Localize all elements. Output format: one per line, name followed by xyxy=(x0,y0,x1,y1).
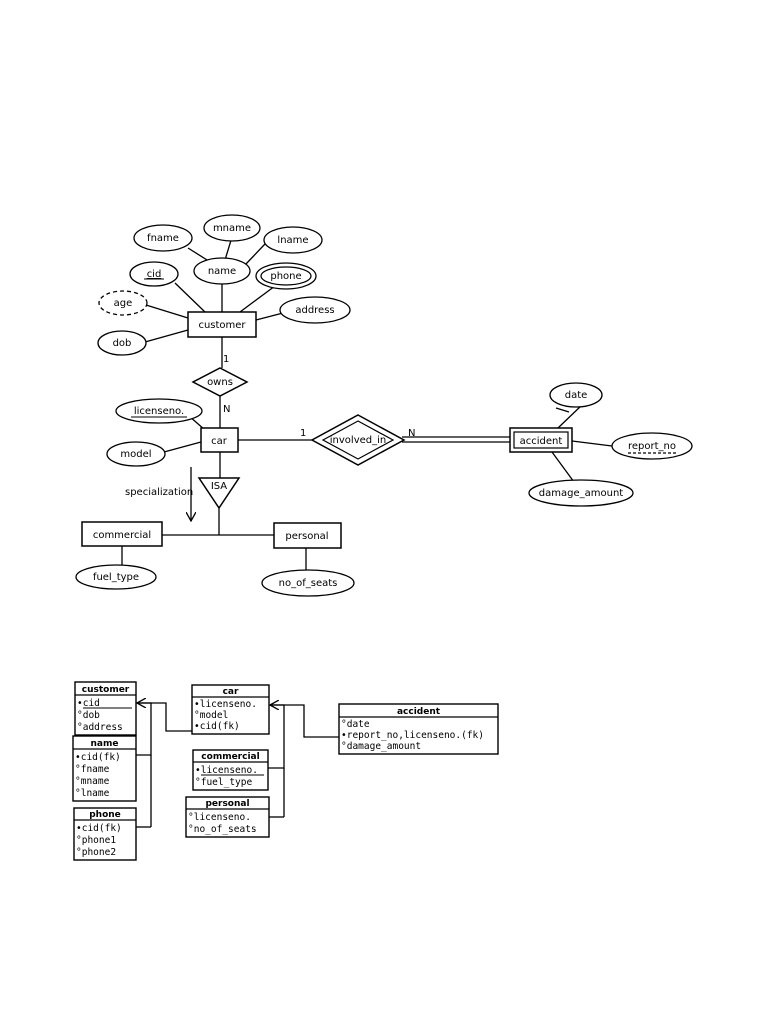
attribute-no-of-seats-label: no_of_seats xyxy=(279,578,338,589)
schema-table-phone-row: °phone2 xyxy=(76,847,116,858)
schema-table-accident: accident °date•report_no,licenseno.(fk)°d… xyxy=(338,703,499,755)
attribute-licenseno-label: licenseno. xyxy=(134,406,184,417)
cardinality-involved-accident: N xyxy=(408,428,415,439)
relationship-involved-in-label: involved_in xyxy=(330,435,386,446)
attribute-cid-label: cid xyxy=(147,269,162,280)
attribute-dob: dob xyxy=(97,330,147,356)
entity-personal: personal xyxy=(273,522,342,549)
schema-table-commercial-row: •licenseno. xyxy=(195,765,258,776)
schema-table-name-title: name xyxy=(91,739,119,749)
isa-triangle: ISA xyxy=(197,477,241,510)
schema-table-commercial-row: °fuel_type xyxy=(195,777,252,788)
attribute-lname-label: lname xyxy=(277,235,308,246)
attribute-lname: lname xyxy=(263,226,323,254)
attribute-damage-amount: damage_amount xyxy=(528,479,634,507)
attribute-licenseno-key: licenseno. xyxy=(115,398,203,424)
attribute-model-label: model xyxy=(120,449,151,460)
schema-table-car-row: °model xyxy=(194,710,228,721)
schema-table-car-title: car xyxy=(223,687,239,697)
entity-accident-label: accident xyxy=(520,436,563,447)
specialization-label: specialization xyxy=(125,487,193,498)
attribute-cid: cid xyxy=(129,261,179,287)
entity-personal-label: personal xyxy=(285,531,328,542)
cardinality-owns-customer: 1 xyxy=(223,354,229,365)
schema-connectors xyxy=(136,703,339,828)
attribute-age-derived: age xyxy=(98,290,148,316)
attribute-fuel-type: fuel_type xyxy=(75,564,157,590)
schema-table-car-row: •licenseno. xyxy=(194,699,257,710)
attribute-report-no-label: report_no xyxy=(628,441,676,452)
schema-tables: customer•cid°dob°addressname•cid(fk)°fna… xyxy=(72,681,499,861)
schema-table-accident-row: °damage_amount xyxy=(341,741,421,752)
schema-table-phone-row: °phone1 xyxy=(76,835,116,846)
er-connectors xyxy=(121,236,613,570)
relationship-involved-in-identifying: involved_in xyxy=(310,414,406,466)
attribute-mname-label: mname xyxy=(213,223,251,234)
schema-table-phone-title: phone xyxy=(89,810,121,820)
attribute-dob-label: dob xyxy=(113,338,132,349)
isa-label: ISA xyxy=(211,481,227,492)
attribute-address-label: address xyxy=(295,305,334,316)
attribute-fname: fname xyxy=(133,224,193,252)
schema-table-personal-row: °no_of_seats xyxy=(188,824,257,835)
schema-table-customer-title: customer xyxy=(82,685,130,695)
attribute-phone-label: phone xyxy=(270,271,301,282)
schema-table-customer-row: °address xyxy=(77,722,123,733)
entity-commercial-label: commercial xyxy=(93,530,151,541)
schema-table-accident-row: •report_no,licenseno.(fk) xyxy=(341,730,484,741)
involved-in-accident-double-line xyxy=(402,436,510,443)
schema-table-name-row: °lname xyxy=(75,788,110,799)
schema-table-commercial-title: commercial xyxy=(201,752,259,762)
attribute-date-label: date xyxy=(565,390,588,401)
schema-table-customer: customer •cid°dob°address xyxy=(74,681,137,736)
attribute-fuel-type-label: fuel_type xyxy=(93,572,139,583)
attribute-mname: mname xyxy=(203,214,261,242)
cardinality-owns-car: N xyxy=(223,404,230,415)
relationship-owns: owns xyxy=(191,367,249,397)
attribute-address: address xyxy=(279,296,351,324)
schema-table-customer-row: •cid xyxy=(77,698,100,709)
schema-table-name-row: °mname xyxy=(75,776,110,787)
attribute-fname-label: fname xyxy=(147,233,179,244)
attribute-name-label: name xyxy=(208,266,236,277)
entity-customer: customer xyxy=(187,311,257,338)
entity-car-label: car xyxy=(211,436,228,447)
schema-table-personal-row: °licenseno. xyxy=(188,812,251,823)
attribute-no-of-seats: no_of_seats xyxy=(261,569,355,597)
entity-accident-weak: accident xyxy=(509,427,573,453)
schema-table-customer-row: °dob xyxy=(77,710,100,721)
attribute-age-label: age xyxy=(114,298,133,309)
attribute-phone-multivalued: phone xyxy=(255,262,317,290)
schema-table-phone-row: •cid(fk) xyxy=(76,823,122,834)
schema-table-car: car •licenseno.°model•cid(fk) xyxy=(191,684,270,735)
attribute-damage-amount-label: damage_amount xyxy=(539,488,624,499)
schema-table-car-row: •cid(fk) xyxy=(194,721,240,732)
attribute-name: name xyxy=(193,257,251,285)
schema-table-phone: phone •cid(fk)°phone1°phone2 xyxy=(73,807,137,861)
schema-table-name: name •cid(fk)°fname°mname°lname xyxy=(72,735,137,802)
attribute-model: model xyxy=(106,441,166,467)
entity-car: car xyxy=(200,427,239,453)
attribute-date: date xyxy=(549,382,603,408)
schema-table-personal: personal °licenseno.°no_of_seats xyxy=(185,796,270,838)
relationship-owns-label: owns xyxy=(207,377,233,388)
attribute-report-no-partial-key: report_no xyxy=(611,432,693,460)
schema-table-accident-row: °date xyxy=(341,719,370,730)
entity-commercial: commercial xyxy=(81,521,163,547)
schema-table-personal-title: personal xyxy=(205,799,249,809)
entity-customer-label: customer xyxy=(198,320,246,331)
schema-table-name-row: •cid(fk) xyxy=(75,752,121,763)
schema-table-commercial: commercial •licenseno.°fuel_type xyxy=(192,749,269,791)
schema-table-accident-title: accident xyxy=(397,707,441,717)
cardinality-involved-car: 1 xyxy=(300,428,306,439)
schema-table-name-row: °fname xyxy=(75,764,110,775)
